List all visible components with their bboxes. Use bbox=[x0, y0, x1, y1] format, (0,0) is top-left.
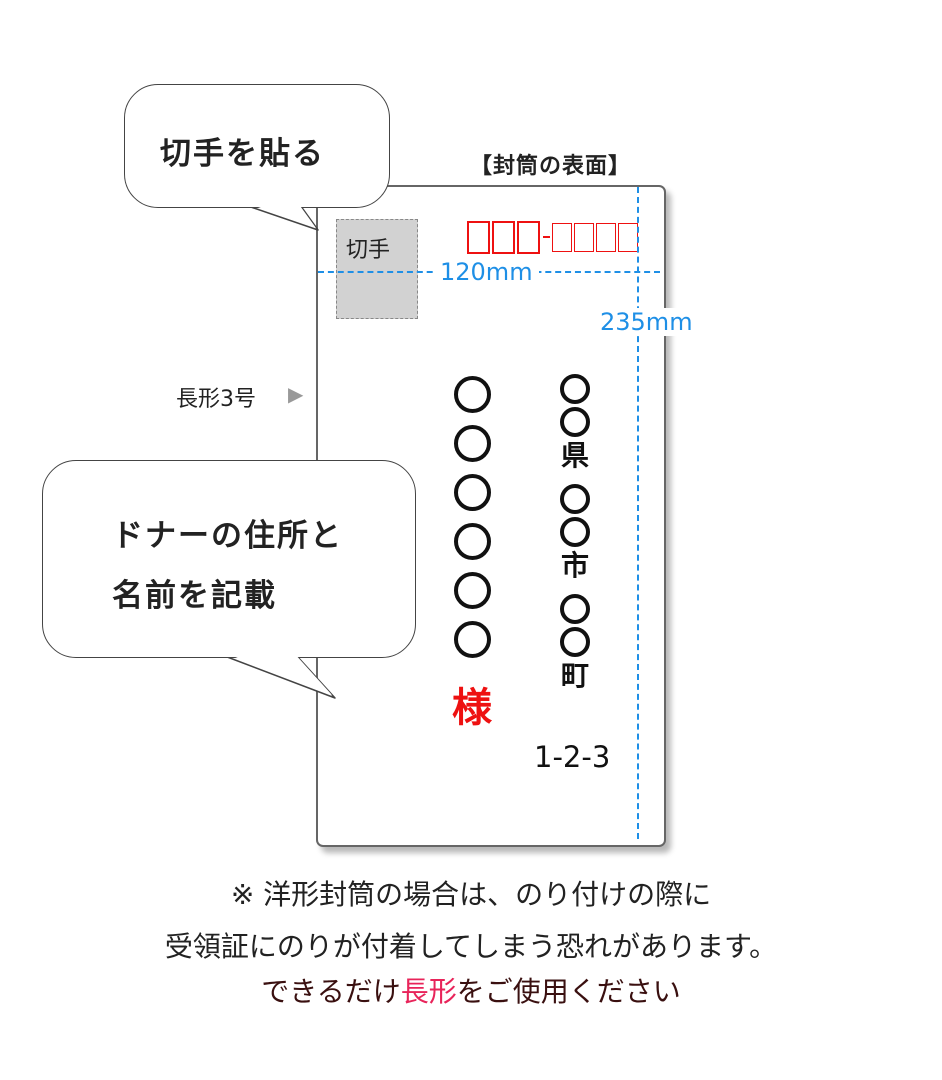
postal-box bbox=[467, 220, 490, 254]
placeholder-circle-icon bbox=[560, 374, 590, 404]
placeholder-circle-icon bbox=[453, 621, 491, 658]
recipient-name-column: 様 bbox=[452, 376, 492, 733]
address-prefecture: 県 bbox=[560, 439, 589, 472]
honorific-sama: 様 bbox=[452, 685, 492, 731]
address-callout-bubble bbox=[42, 460, 416, 658]
note-line3-c: をご使用ください bbox=[456, 975, 681, 1008]
height-dimension-label: 235mm bbox=[598, 308, 695, 336]
placeholder-circle-icon bbox=[453, 523, 491, 560]
address-town: 町 bbox=[560, 659, 589, 692]
placeholder-circle-icon bbox=[560, 517, 590, 547]
postal-box bbox=[596, 222, 616, 252]
postal-dash bbox=[543, 235, 550, 239]
placeholder-circle-icon bbox=[560, 627, 590, 657]
postal-box bbox=[492, 220, 515, 254]
placeholder-circle-icon bbox=[560, 484, 590, 514]
stamp-callout-bubble bbox=[124, 84, 390, 208]
address-city: 市 bbox=[560, 549, 589, 582]
envelope-front-label: 【封筒の表面】 bbox=[470, 154, 632, 179]
width-dimension-label: 120mm bbox=[434, 258, 539, 286]
placeholder-circle-icon bbox=[453, 572, 491, 609]
address-column: 県 市 町 bbox=[560, 374, 590, 704]
postal-box bbox=[574, 222, 594, 252]
placeholder-circle-icon bbox=[560, 407, 590, 437]
note-line3-a: できるだけ bbox=[261, 975, 401, 1008]
postal-box bbox=[552, 222, 572, 252]
note-line3-highlight: 長形 bbox=[400, 975, 457, 1008]
placeholder-circle-icon bbox=[453, 425, 491, 462]
note-line2: 受領証にのりが付着してしまう恐れがあります。 bbox=[164, 930, 778, 963]
address-callout-text-line2: 名前を記載 bbox=[112, 578, 277, 614]
postal-code-boxes bbox=[467, 220, 640, 254]
note-line3: できるだけ長形をご使用ください bbox=[0, 970, 942, 1010]
envelope-size-label: 長形3号 bbox=[176, 387, 256, 412]
placeholder-circle-icon bbox=[453, 376, 491, 413]
placeholder-circle-icon bbox=[560, 594, 590, 624]
stamp-area bbox=[336, 219, 418, 319]
address-number: 1-2-3 bbox=[534, 740, 611, 774]
address-callout-text-line1: ドナーの住所と bbox=[112, 518, 343, 554]
stamp-callout-text: 切手を貼る bbox=[160, 136, 325, 172]
postal-box bbox=[517, 220, 540, 254]
stamp-label: 切手 bbox=[346, 238, 391, 263]
placeholder-circle-icon bbox=[453, 474, 491, 511]
height-dimension-line bbox=[637, 187, 639, 839]
note-line1: ※ 洋形封筒の場合は、のり付けの際に bbox=[230, 878, 712, 911]
arrow-right-icon: ▶ bbox=[288, 382, 304, 406]
